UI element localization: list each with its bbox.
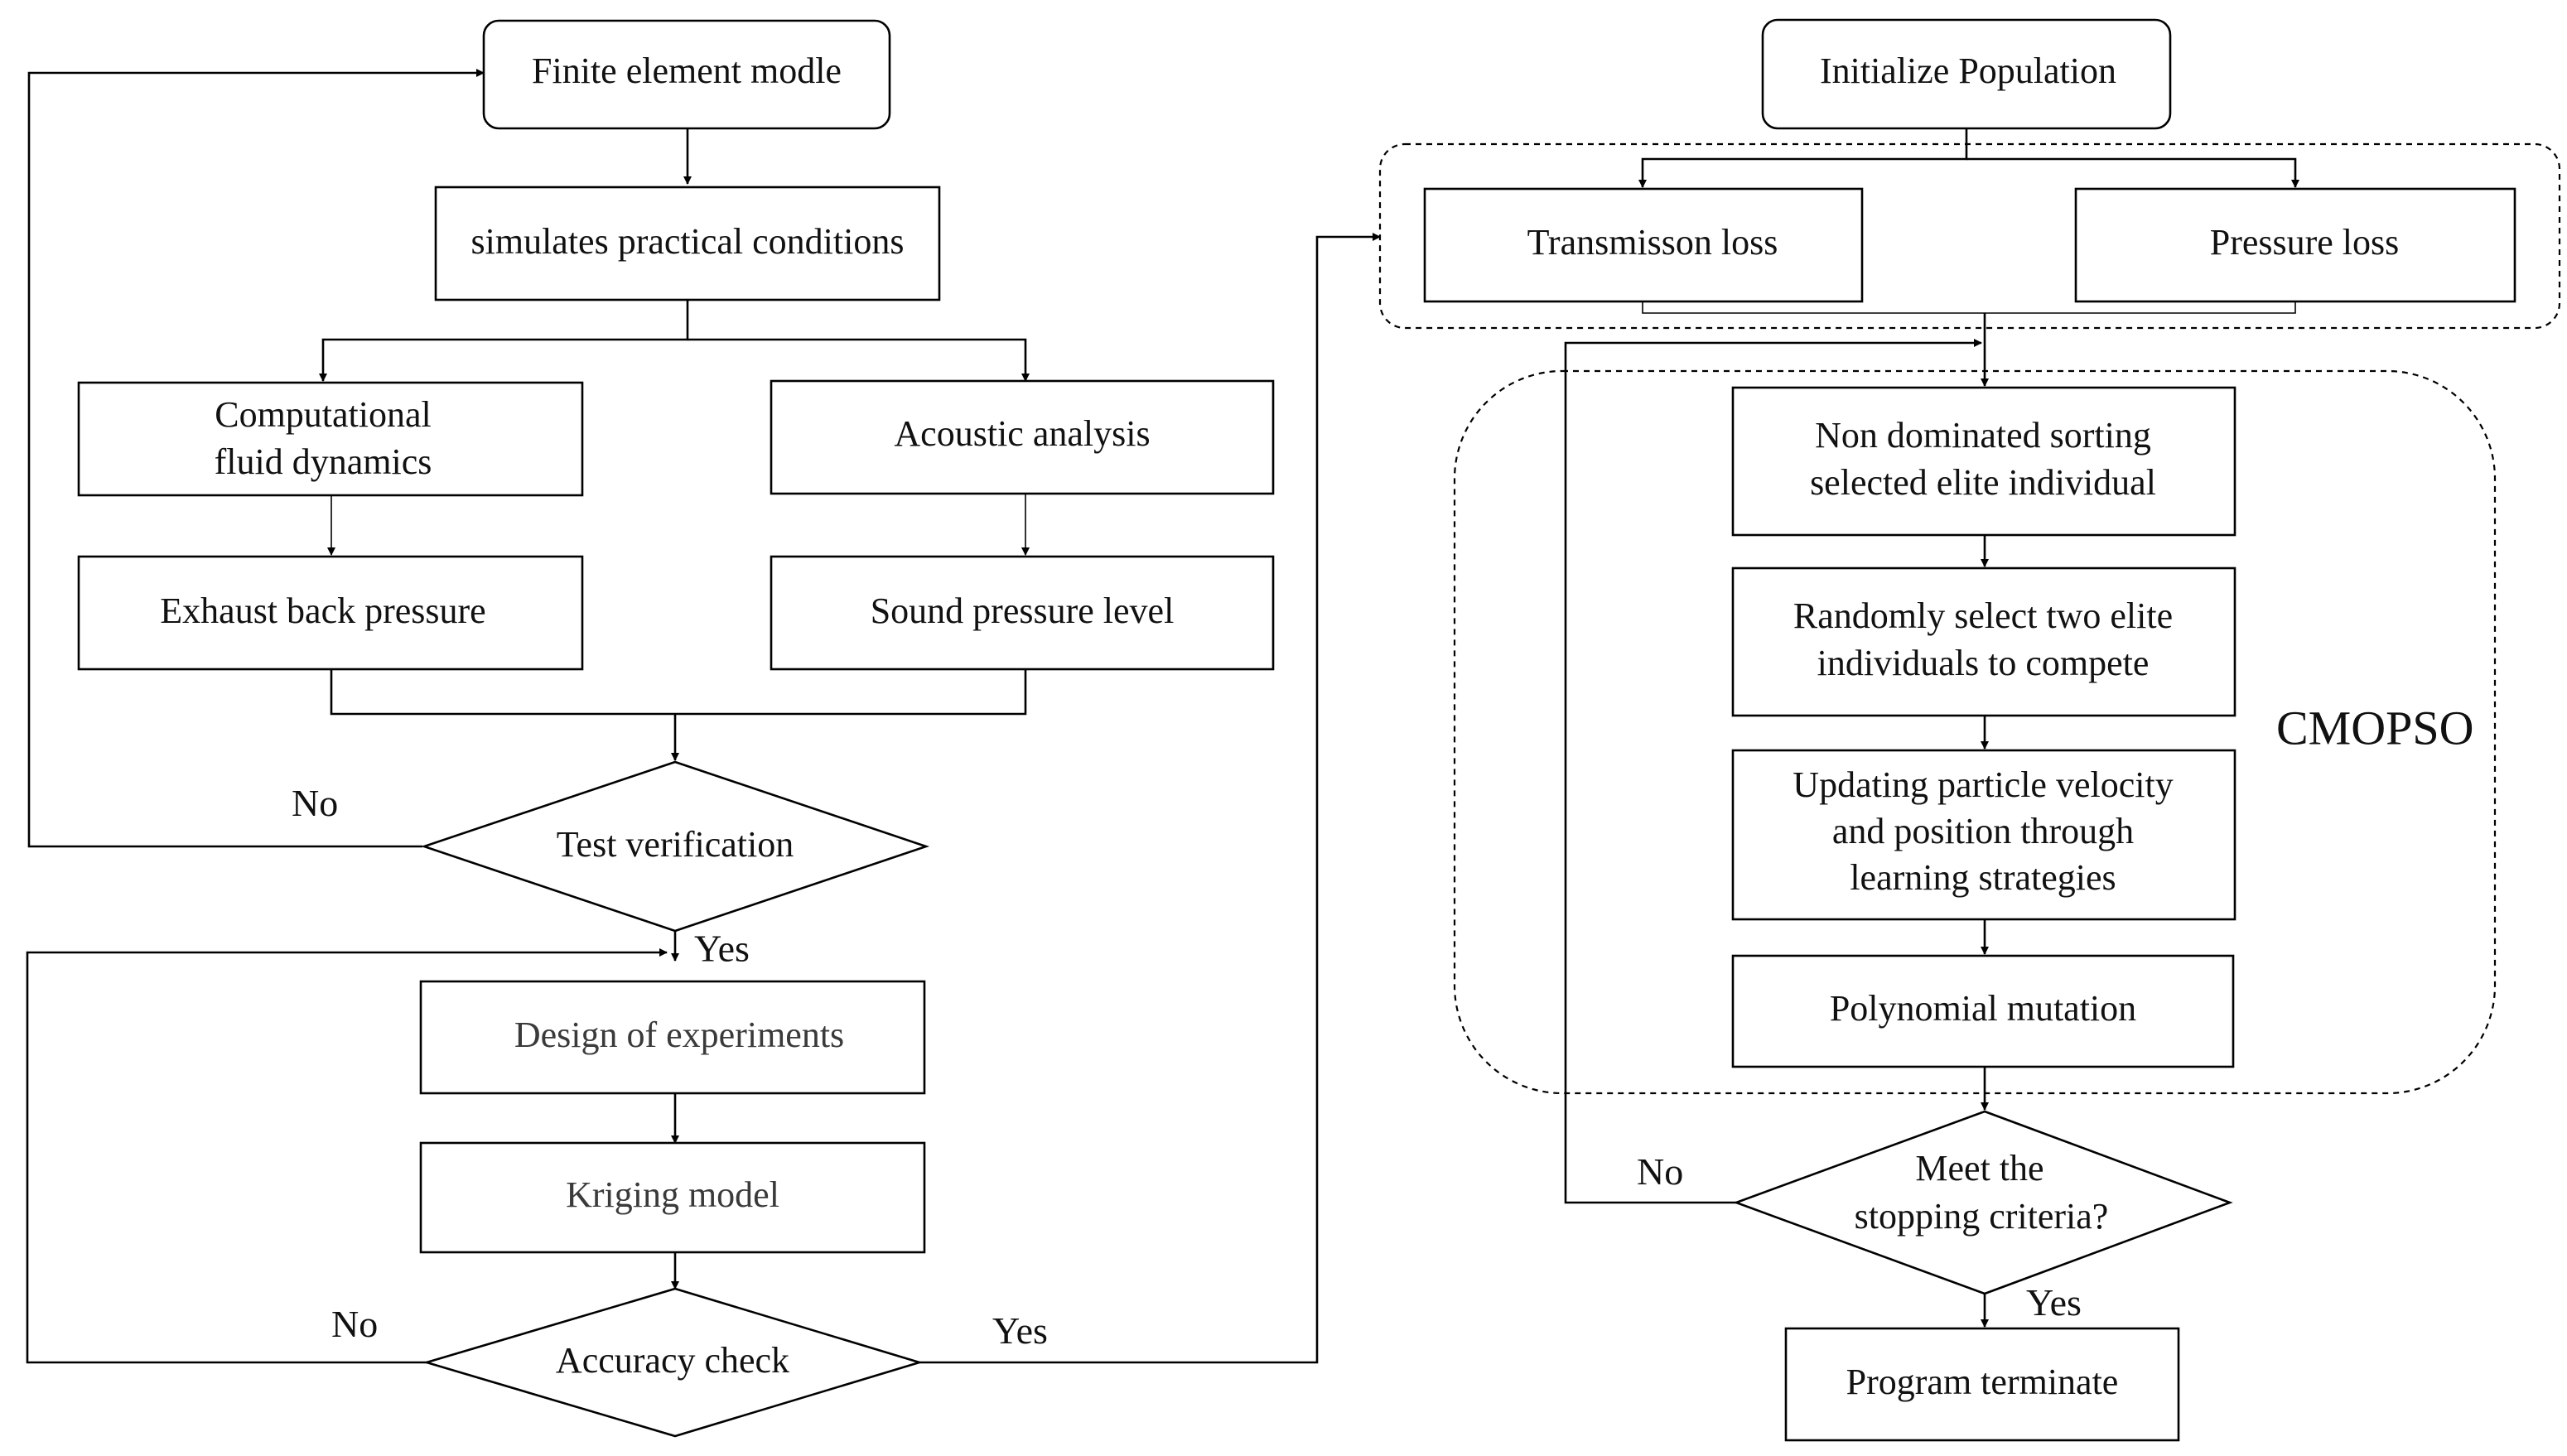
stopping-criteria-yes-label: Yes: [2026, 1281, 2082, 1323]
transmission-loss-node: Transmisson loss: [1423, 187, 1864, 303]
stopping-criteria-no-label: No: [1637, 1150, 1683, 1193]
acoustic-analysis-node: Acoustic analysis: [770, 379, 1275, 495]
test-verification-yes-label: Yes: [694, 928, 750, 970]
exhaust-back-pressure-node: Exhaust back pressure: [77, 555, 584, 671]
pressure-loss-label: Pressure loss: [2210, 222, 2400, 263]
stopping-criteria-label-line1: Meet the: [1915, 1148, 2043, 1188]
kriging-model-node: Kriging model: [419, 1141, 926, 1254]
simulates-conditions-label: simulates practical conditions: [471, 221, 905, 262]
test-verification-label: Test verification: [557, 824, 794, 865]
finite-element-model-node: Finite element modle: [482, 19, 891, 130]
non-dominated-label-line1: Non dominated sorting: [1815, 415, 2151, 456]
cfd-label-line2: fluid dynamics: [215, 441, 432, 482]
design-of-experiments-node: Design of experiments: [419, 980, 926, 1095]
program-terminate-label: Program terminate: [1846, 1362, 2119, 1402]
accuracy-check-no-label: No: [331, 1303, 378, 1345]
stopping-criteria-label-line2: stopping criteria?: [1855, 1196, 2109, 1237]
program-terminate-node: Program terminate: [1784, 1327, 2180, 1442]
objectives-dashed-group: [1378, 142, 2561, 330]
non-dominated-label-line2: selected elite individual: [1810, 462, 2156, 503]
accuracy-check-label: Accuracy check: [556, 1340, 789, 1381]
transmission-loss-label: Transmisson loss: [1527, 222, 1778, 263]
right-connectors: [1564, 128, 2299, 1328]
cmopso-group-label: CMOPSO: [2276, 701, 2474, 755]
cmopso-dashed-group: [1453, 369, 2497, 1095]
sound-pressure-level-label: Sound pressure level: [871, 591, 1175, 631]
updating-label-line1: Updating particle velocity: [1793, 764, 2173, 805]
polynomial-mutation-label: Polynomial mutation: [1830, 988, 2136, 1029]
finite-element-model-label: Finite element modle: [532, 51, 842, 91]
polynomial-mutation-node: Polynomial mutation: [1731, 954, 2235, 1068]
accuracy-check-decision: Accuracy check: [422, 1287, 924, 1438]
test-verification-decision: Test verification: [420, 760, 930, 933]
initialize-population-label: Initialize Population: [1820, 51, 2116, 91]
left-connectors: [26, 69, 1381, 1364]
initialize-population-node: Initialize Population: [1761, 18, 2172, 130]
pressure-loss-node: Pressure loss: [2074, 187, 2516, 303]
updating-particle-node: Updating particle velocity and position …: [1731, 749, 2236, 921]
sound-pressure-level-node: Sound pressure level: [770, 555, 1275, 671]
kriging-model-label: Kriging model: [566, 1174, 779, 1215]
random-select-label-line2: individuals to compete: [1817, 643, 2150, 683]
test-verification-no-label: No: [292, 782, 338, 824]
random-select-node: Randomly select two elite individuals to…: [1731, 566, 2236, 717]
simulates-conditions-node: simulates practical conditions: [434, 186, 941, 301]
stopping-criteria-decision: Meet the stopping criteria?: [1733, 1110, 2233, 1295]
random-select-label-line1: Randomly select two elite: [1793, 595, 2173, 636]
cfd-node: Computational fluid dynamics: [77, 381, 584, 497]
exhaust-back-pressure-label: Exhaust back pressure: [160, 591, 485, 631]
acoustic-analysis-label: Acoustic analysis: [894, 413, 1150, 454]
updating-label-line3: learning strategies: [1850, 857, 2116, 898]
non-dominated-sorting-node: Non dominated sorting selected elite ind…: [1731, 386, 2236, 537]
design-of-experiments-label: Design of experiments: [514, 1015, 844, 1055]
accuracy-check-yes-label: Yes: [992, 1309, 1048, 1352]
cfd-label-line1: Computational: [215, 394, 432, 435]
updating-label-line2: and position through: [1832, 811, 2134, 851]
